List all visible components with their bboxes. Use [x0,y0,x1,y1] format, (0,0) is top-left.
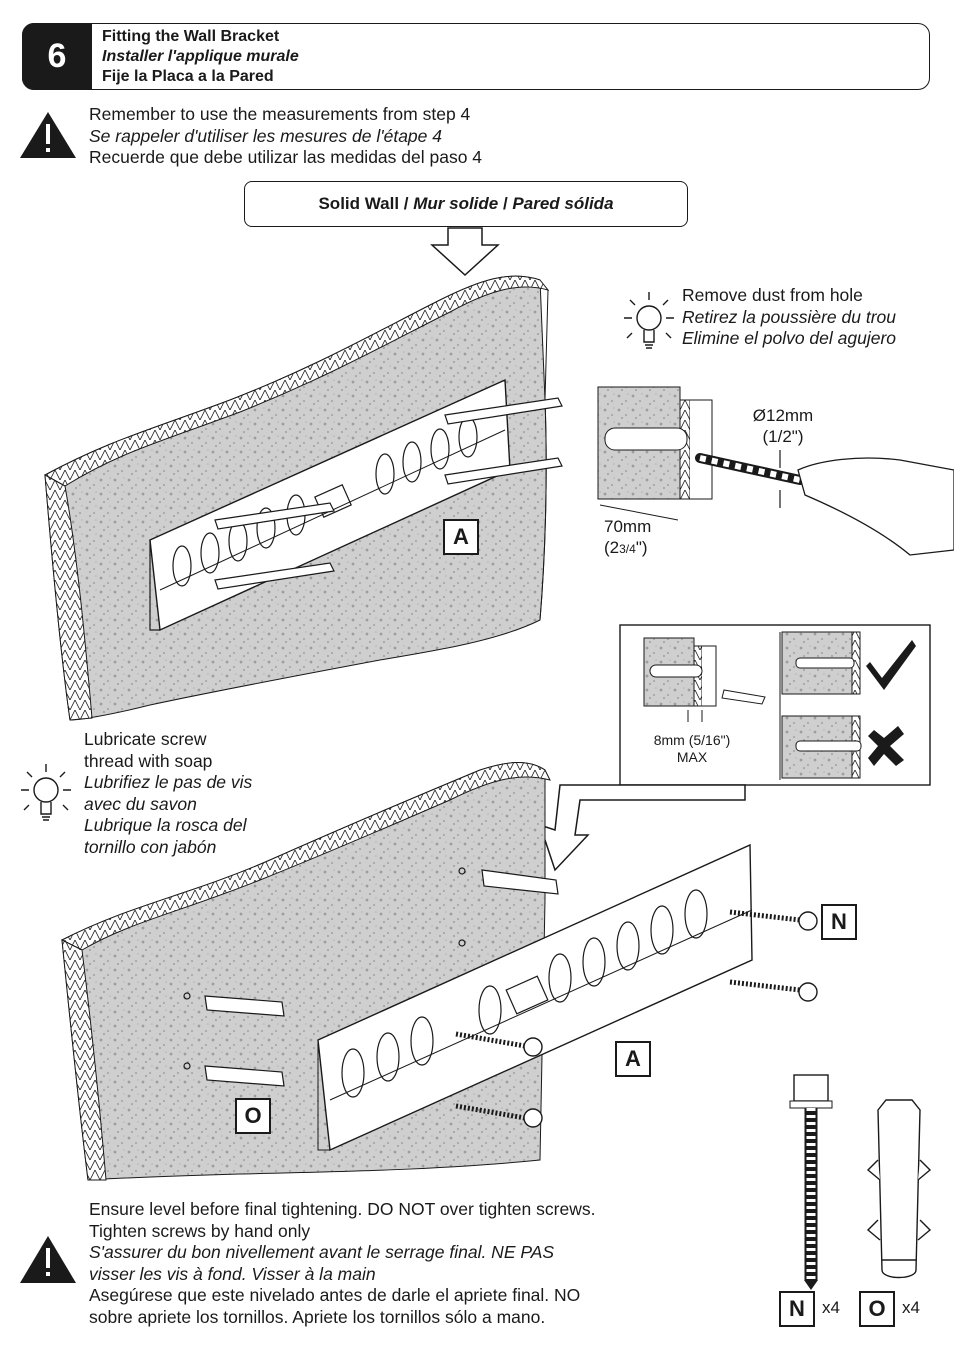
drill-depth: 70mm (23/4") [604,516,674,560]
drill-diameter-mm: Ø12mm [752,406,814,425]
lower-wall-illustration [60,762,818,1181]
drill-illustration [597,386,954,556]
tip-soap-es-2: tornillo con jabón [84,836,217,857]
screw-part-illustration [789,1074,833,1290]
wall-type-es: Pared sólida [512,194,614,213]
wall-type-label: Solid Wall / Mur solide / Pared sólida [244,181,688,227]
tip-soap-es-1: Lubrique la rosca del [84,815,247,835]
drill-depth-in: (23/4") [604,537,674,560]
drill-diameter-in: (1/2") [762,427,804,446]
step-title: Fitting the Wall Bracket Installer l'app… [102,27,299,87]
warning-icon-2 [20,1236,76,1283]
warning-tightening-es-2: sobre apriete los tornillos. Apriete los… [89,1306,546,1327]
inset-depth-max: MAX [676,749,708,765]
warning-measurements-en: Remember to use the measurements from st… [89,104,471,124]
wall-type-sep-2: / [498,194,513,213]
part-anchor-label: O [859,1291,895,1327]
drill-diameter: Ø12mm (1/2") [740,405,826,447]
curved-arrow-icon [538,784,746,872]
inset-depth: 8mm (5/16") MAX [640,732,744,766]
tip-lubricate: Lubricate screw thread with soap Lubrifi… [84,729,252,858]
tip-soap-fr-1: Lubrifiez le pas de vis [84,772,253,792]
warning-measurements: Remember to use the measurements from st… [89,104,482,169]
tip-soap-en-1: Lubricate screw [84,729,207,749]
warning-tightening-fr-2: visser les vis à fond. Visser à la main [89,1263,376,1284]
anchor-part-illustration [866,1099,932,1279]
drill-depth-in-open: (2 [604,538,620,557]
inset-depth-value: 8mm (5/16") [653,732,731,748]
tip-soap-fr-2: avec du savon [84,793,197,814]
tip-remove-dust: Remove dust from hole Retirez la poussiè… [682,285,896,350]
upper-wall-illustration [43,275,563,721]
wall-type-en: Solid Wall [318,194,400,213]
lightbulb-icon [624,292,674,349]
part-screw-label: N [779,1291,815,1327]
warning-tightening-fr-1: S'assurer du bon nivellement avant le se… [89,1242,555,1262]
label-anchor-o: O [235,1098,271,1134]
step-title-en: Fitting the Wall Bracket [102,28,280,45]
tip-dust-fr: Retirez la poussière du trou [682,306,896,327]
warning-icon [20,112,76,158]
warning-tightening-en-2: Tighten screws by hand only [89,1220,311,1241]
warning-measurements-fr: Se rappeler d'utiliser les mesures de l'… [89,125,442,146]
label-bracket-a-2: A [615,1041,651,1077]
wall-type-fr: Mur solide [413,194,499,213]
part-screw-qty: x4 [822,1298,840,1317]
warning-tightening: Ensure level before final tightening. DO… [89,1199,595,1328]
step-title-fr: Installer l'applique murale [102,48,299,65]
drill-depth-mm: 70mm [604,517,652,536]
label-bracket-a: A [443,519,479,555]
down-arrow-icon [430,227,500,277]
drill-depth-in-close: ") [635,538,648,557]
step-number: 6 [22,23,92,90]
warning-measurements-es: Recuerde que debe utilizar las medidas d… [89,147,483,167]
depth-inset [619,624,931,786]
tip-soap-en-2: thread with soap [84,750,213,771]
label-screw-n: N [821,904,857,940]
step-title-es: Fije la Placa a la Pared [102,68,274,85]
lightbulb-icon-2 [21,764,71,821]
tip-dust-en: Remove dust from hole [682,285,863,305]
warning-tightening-es-1: Asegúrese que este nivelado antes de dar… [89,1285,581,1305]
part-anchor-qty: x4 [902,1298,920,1317]
drill-depth-in-frac: 3/4 [619,542,636,556]
warning-tightening-en-1: Ensure level before final tightening. DO… [89,1199,596,1219]
tip-dust-es: Elimine el polvo del agujero [682,328,897,348]
wall-type-sep-1: / [399,194,414,213]
